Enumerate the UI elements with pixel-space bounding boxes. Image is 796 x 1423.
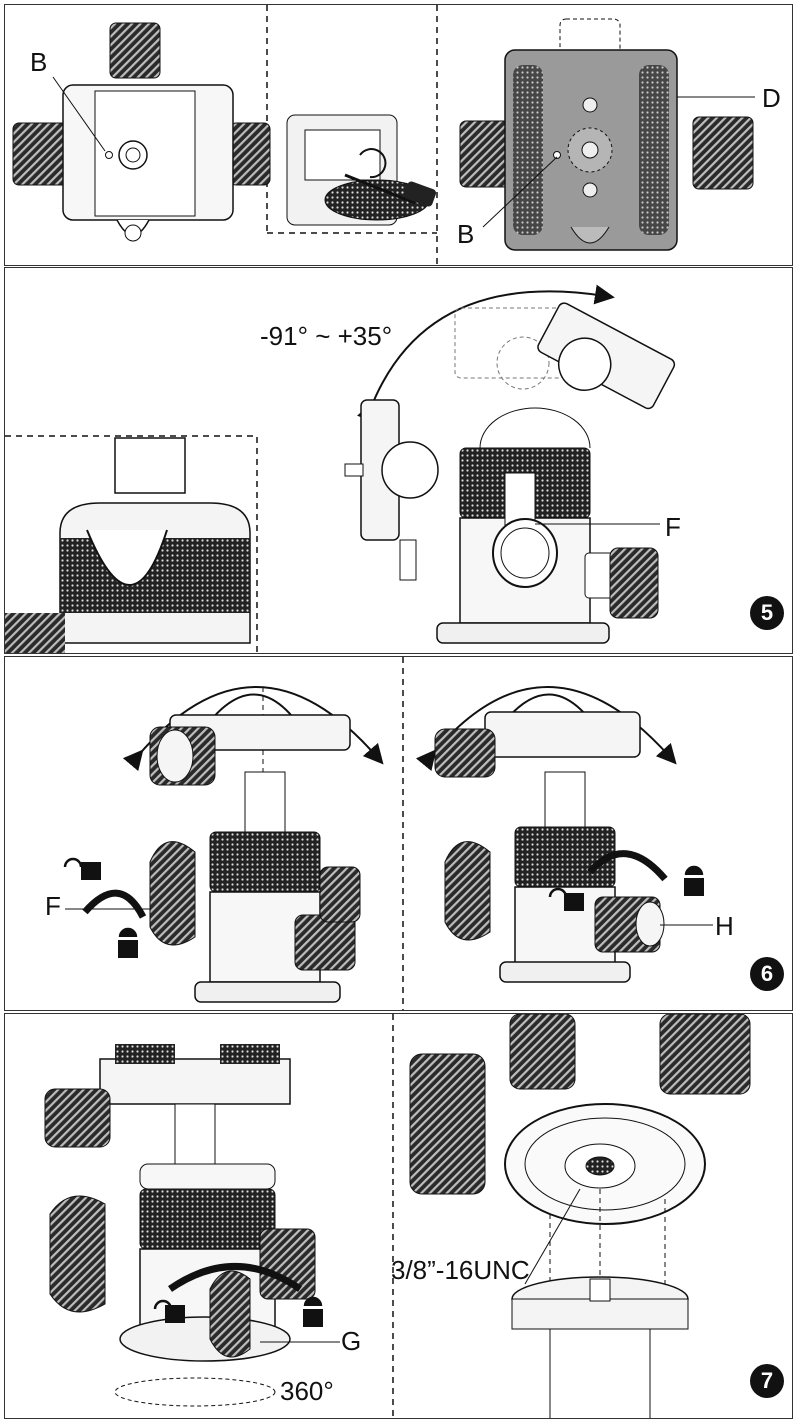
tilt-angle-range: -91° ~ +35°	[260, 321, 393, 351]
quick-release-illustration	[12, 5, 755, 265]
thread-spec-label: 3/8”-16UNC	[391, 1255, 530, 1285]
tilt-range-illustration	[5, 284, 676, 653]
label-f: F	[665, 512, 681, 542]
label-g: G	[341, 1326, 362, 1356]
label-d: D	[762, 83, 781, 113]
pan-lock-illustration	[63, 657, 713, 1010]
label-f-pan: F	[45, 891, 61, 921]
label-b-left: B	[30, 47, 48, 77]
step-number-badge: 7	[750, 1364, 784, 1398]
step-number-badge: 6	[750, 957, 784, 991]
label-b-right: B	[457, 219, 475, 249]
label-h: H	[715, 911, 734, 941]
mount-thread-illustration	[44, 1014, 751, 1418]
panel-step-7-mount: 3/8”-16UNC G 360° 7	[4, 1013, 793, 1419]
panel-step-6-pan: F H 6	[4, 656, 793, 1011]
panel-step-5-tilt: -91° ~ +35° F 5	[4, 267, 793, 654]
rotation-label: 360°	[280, 1376, 334, 1406]
step-number-badge: 5	[750, 596, 784, 630]
panel-quick-release-plate: B B D	[4, 4, 793, 266]
